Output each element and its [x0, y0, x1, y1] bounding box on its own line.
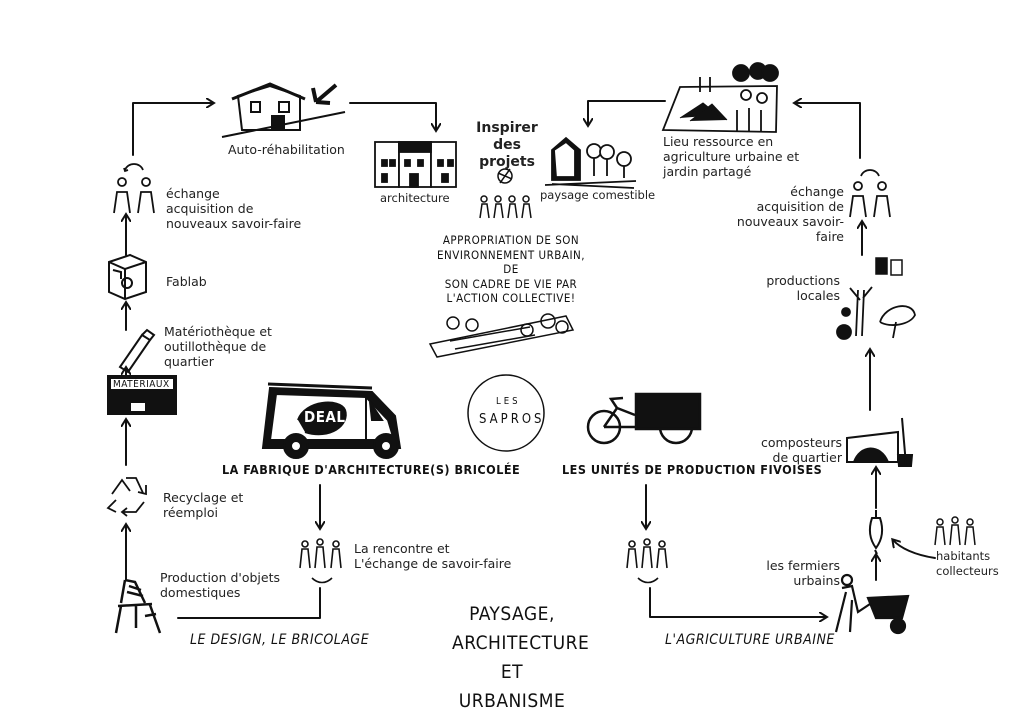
habitants-icon — [934, 516, 976, 546]
arrow-to-architecture — [349, 102, 436, 130]
logo-bottom-text: SAPROS — [479, 412, 545, 427]
unites-title: LES UNITÉS DE PRODUCTION FIVOISES — [562, 462, 823, 477]
inspirer-title: Inspirer des projets — [476, 120, 538, 170]
cans-icon — [875, 257, 903, 276]
materiaux-sign: MATÉRIAUX — [113, 379, 170, 390]
composteurs-label: composteurs de quartier — [761, 435, 842, 465]
paysage-comestible-icon — [544, 136, 637, 189]
fermiers-label: les fermiers urbains — [766, 558, 840, 588]
agriculture-label: L'AGRICULTURE URBAINE — [665, 632, 835, 648]
footer-title: PAYSAGE, ARCHITECTURE ET URBANISME — [452, 603, 590, 712]
compost-bin-icon — [846, 417, 914, 467]
appropriation-text: APPROPRIATION DE SON ENVIRONNEMENT URBAI… — [436, 233, 586, 305]
design-label: LE DESIGN, LE BRICOLAGE — [190, 632, 370, 648]
vegetables-icon — [836, 286, 916, 340]
architecture-buildings-icon — [374, 141, 457, 188]
recycle-icon — [106, 477, 147, 517]
fablab-printer-icon — [108, 253, 147, 301]
people-rencontre-icon — [299, 538, 342, 584]
productions-label: productions locales — [766, 273, 840, 303]
chair-icon — [114, 578, 162, 634]
fabrique-title: LA FABRIQUE D'ARCHITECTURE(S) BRICOLÉE — [222, 462, 521, 477]
people-unites-icon — [626, 538, 668, 584]
materiotheque-label: Matériothèque et outillothèque de quarti… — [164, 324, 272, 369]
arrow-bottom-right — [649, 587, 826, 617]
echange-left-label: échange acquisition de nouveaux savoir-f… — [166, 186, 302, 231]
architecture-label: architecture — [380, 191, 450, 205]
echange-right-label: échange acquisition de nouveaux savoir-f… — [736, 184, 844, 244]
rencontre-label: La rencontre et L'échange de savoir-fair… — [354, 541, 512, 571]
arrow-bottom-left — [177, 587, 321, 619]
paysage-comestible-label: paysage comestible — [540, 188, 656, 202]
habitants-label: habitants collecteurs — [936, 549, 999, 578]
recyclage-label: Recyclage et réemploi — [163, 490, 244, 520]
people-exchange-icon-right — [849, 169, 891, 218]
arrow-left-top — [132, 103, 213, 156]
arrow-habitants — [893, 540, 936, 559]
production-label: Production d'objets domestiques — [160, 570, 281, 600]
auto-rehab-label: Auto-réhabilitation — [228, 142, 345, 157]
lieu-label: Lieu ressource en agriculture urbaine et… — [663, 134, 800, 179]
apple-core-icon — [868, 510, 884, 555]
materiaux-bin-icon — [107, 375, 177, 415]
sapros-logo — [467, 374, 545, 452]
garden-plot-icon — [661, 62, 779, 133]
people-group-icon — [479, 168, 532, 219]
van-logo: DEAL — [304, 408, 346, 426]
fablab-label: Fablab — [166, 274, 207, 289]
arrow-to-paysage — [588, 100, 666, 125]
farmer-wheelbarrow-icon — [834, 573, 910, 635]
arrow-right-top — [795, 103, 861, 159]
garden-sketch-icon — [428, 313, 575, 358]
house-icon — [221, 82, 346, 138]
people-exchange-icon — [113, 163, 155, 214]
brush-icon — [118, 328, 156, 374]
van-icon — [261, 382, 402, 459]
cargo-bike-icon — [586, 392, 702, 445]
logo-top-text: LES — [496, 396, 521, 407]
